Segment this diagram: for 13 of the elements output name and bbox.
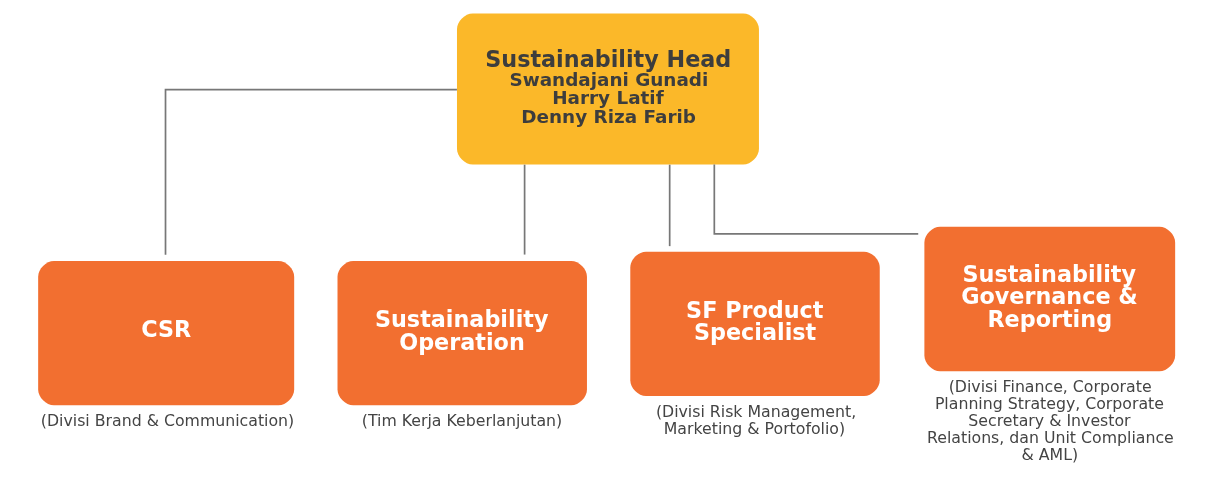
connector xyxy=(523,163,525,256)
node-label: (Divisi Finance, Corporate Planning Strategy, Corporate Secretary & Investor Relations, dan Unit Compliance & AML) xyxy=(926,376,1174,464)
node-box: CSR xyxy=(37,260,294,406)
node-label: (Divisi Risk Management, Marketing & Portofolio) xyxy=(655,401,856,438)
connector xyxy=(668,163,671,247)
node-box: Sustainability Governance & Reporting xyxy=(923,226,1175,372)
connector xyxy=(164,88,458,256)
node-box: Sustainability Head Swandajani Gunadi Harry Latif Denny Riza Farib xyxy=(456,13,759,165)
node-box: SF Product Specialist xyxy=(629,251,880,397)
node-label: (Divisi Brand & Communication) xyxy=(40,410,294,430)
node-box: Sustainability Operation xyxy=(337,260,587,406)
node-label: (Tim Kerja Keberlanjutan) xyxy=(361,410,562,430)
connector xyxy=(712,163,919,235)
